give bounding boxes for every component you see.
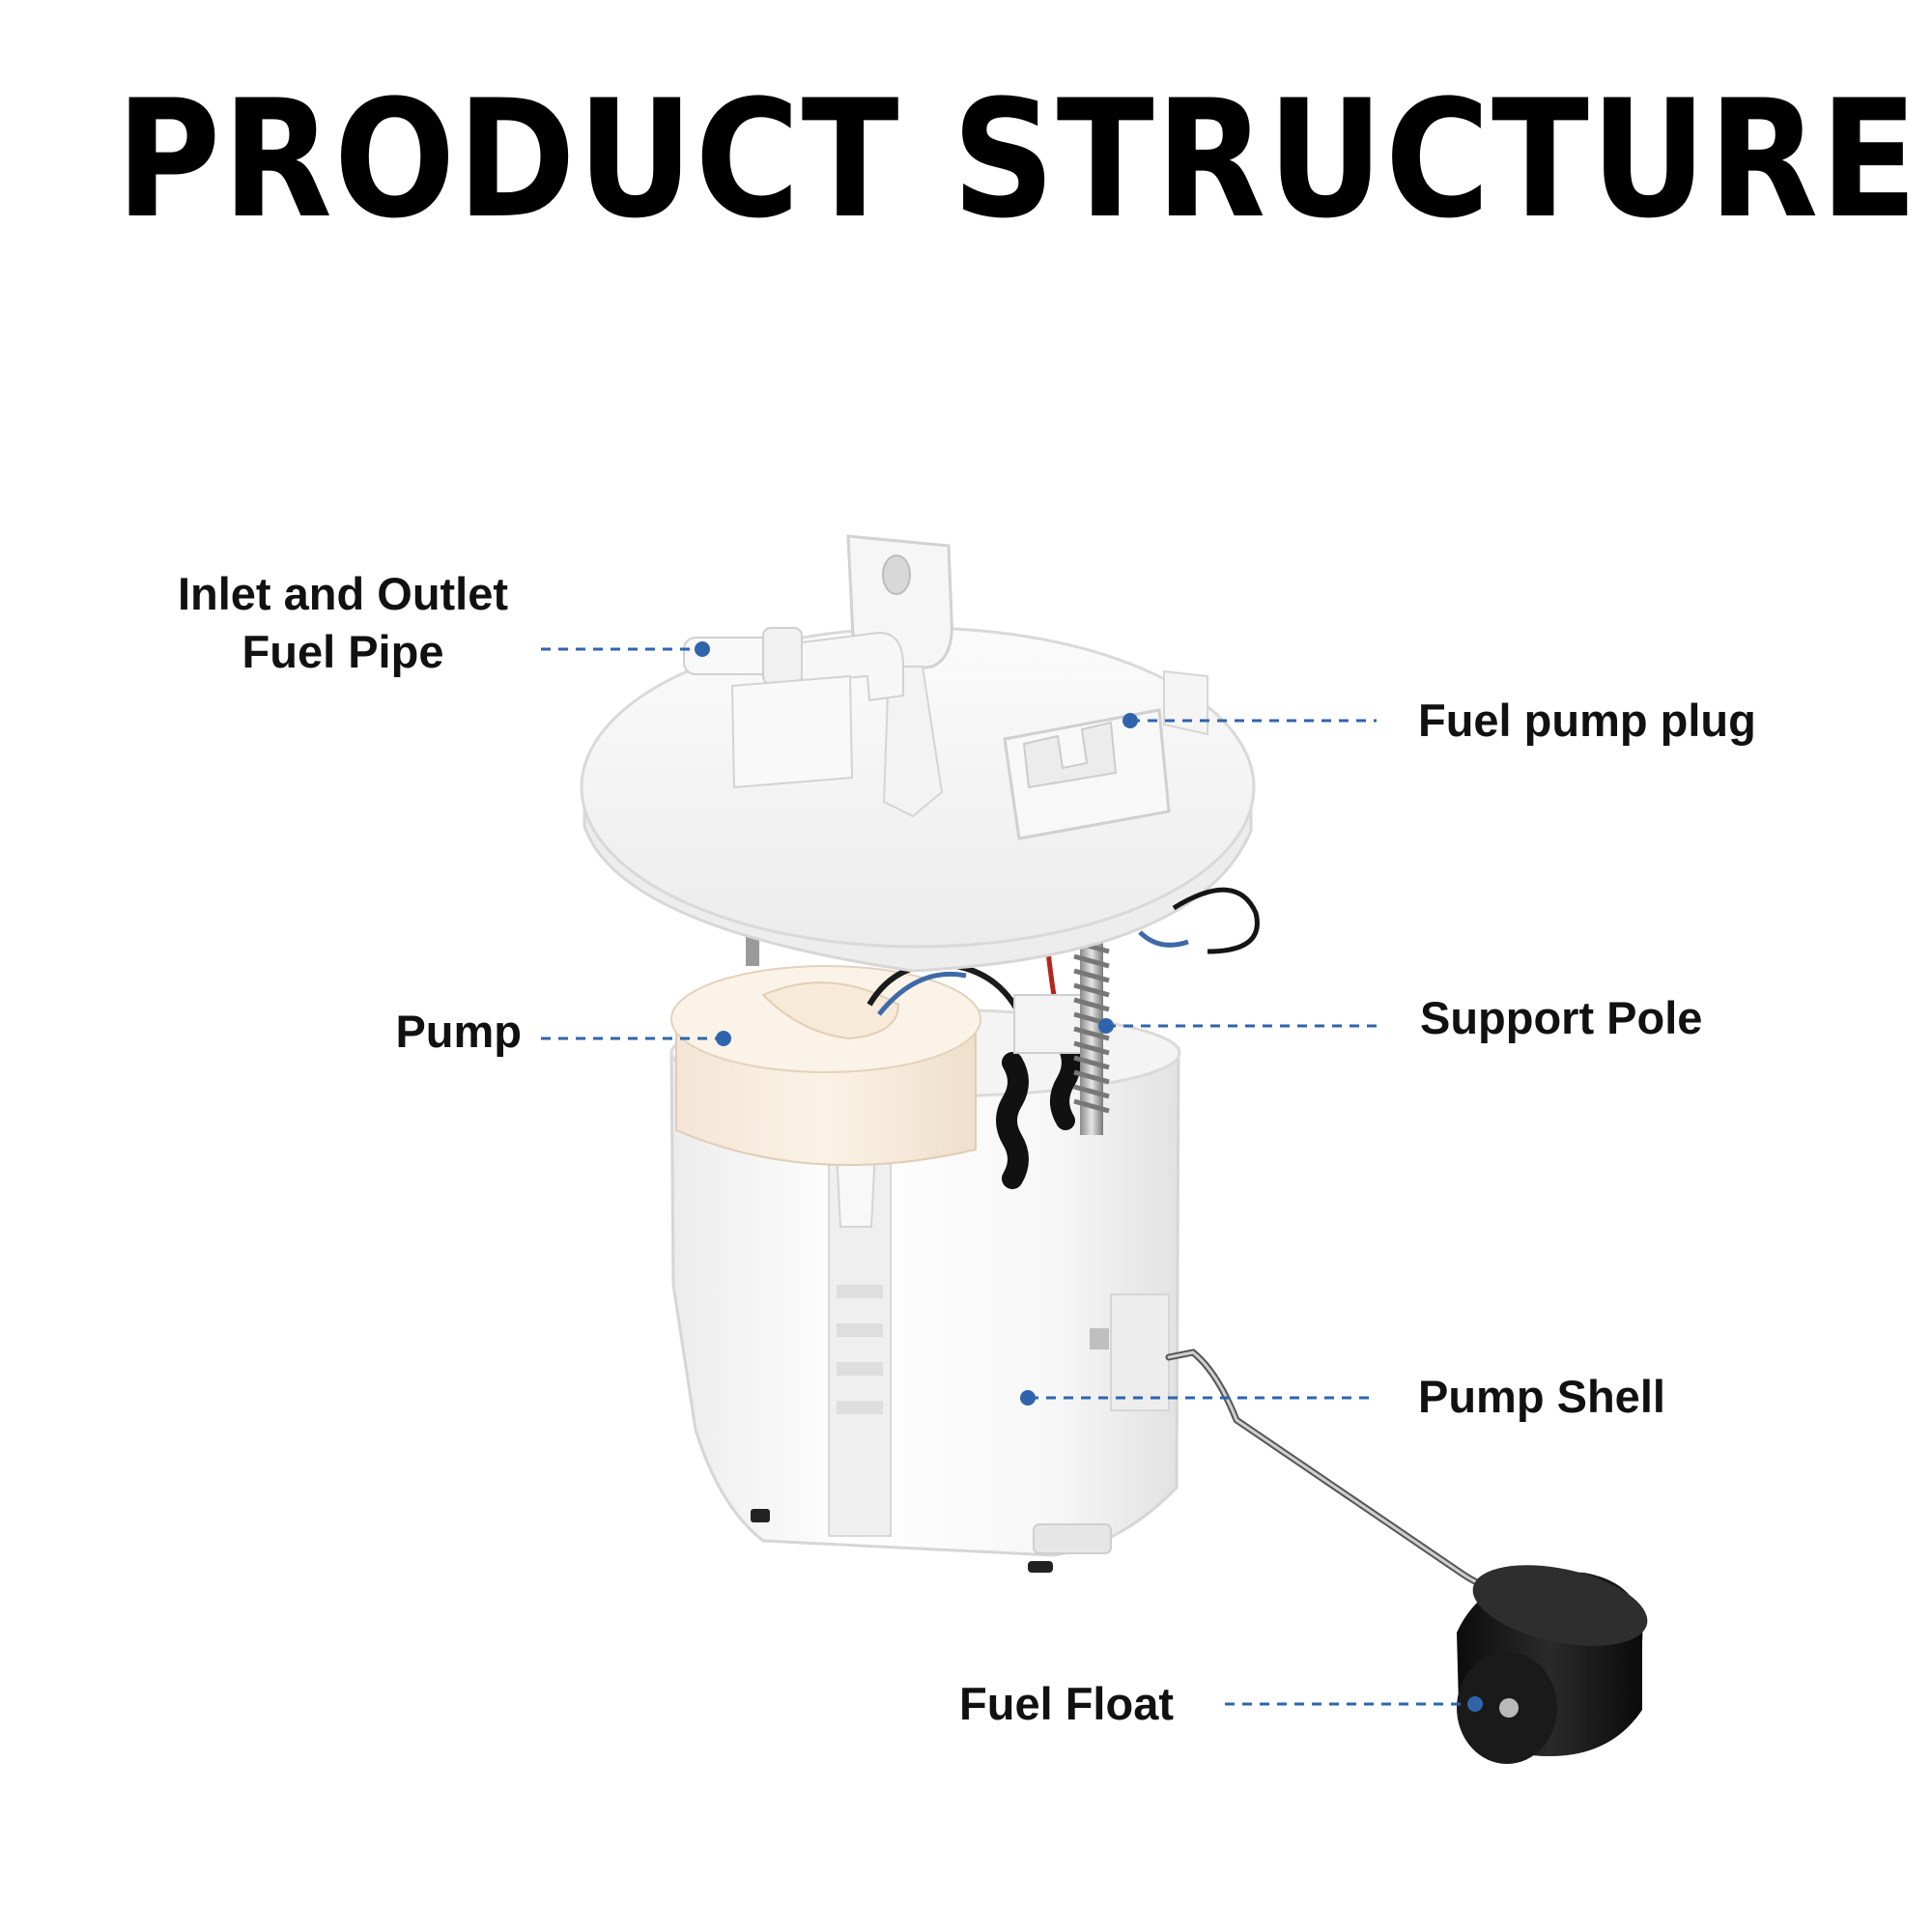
label-inlet-outlet-line1: Inlet and Outlet bbox=[177, 568, 509, 619]
callout-dot bbox=[1098, 1018, 1114, 1034]
pump-module bbox=[670, 951, 1088, 1189]
label-pump-shell: Pump Shell bbox=[1418, 1371, 1665, 1422]
callout-dot bbox=[1122, 713, 1138, 728]
callout-dot bbox=[695, 641, 710, 657]
label-pump: Pump bbox=[395, 1006, 522, 1057]
leader-fuel-float bbox=[1225, 1696, 1483, 1712]
callout-dot bbox=[1020, 1390, 1036, 1406]
page-title: PRODUCT STRUCTURE bbox=[116, 65, 1919, 254]
leader-inlet-outlet bbox=[541, 641, 710, 657]
leader-fuel-pump-plug bbox=[1122, 713, 1377, 728]
fuel-float-assembly bbox=[1165, 1349, 1648, 1764]
leader-support-pole bbox=[1098, 1018, 1379, 1034]
callout-dot bbox=[1467, 1696, 1483, 1712]
label-fuel-float: Fuel Float bbox=[959, 1678, 1174, 1729]
leader-pump-shell bbox=[1020, 1390, 1377, 1406]
callout-dot bbox=[716, 1031, 731, 1046]
label-inlet-outlet-line2: Fuel Pipe bbox=[242, 626, 444, 677]
fuel-pump-plug bbox=[1003, 708, 1171, 840]
label-support-pole: Support Pole bbox=[1420, 992, 1703, 1043]
label-fuel-pump-plug: Fuel pump plug bbox=[1418, 695, 1756, 746]
leader-pump bbox=[541, 1031, 731, 1046]
inlet-outlet-fuel-pipes bbox=[683, 534, 953, 818]
support-pole bbox=[746, 927, 1110, 1135]
